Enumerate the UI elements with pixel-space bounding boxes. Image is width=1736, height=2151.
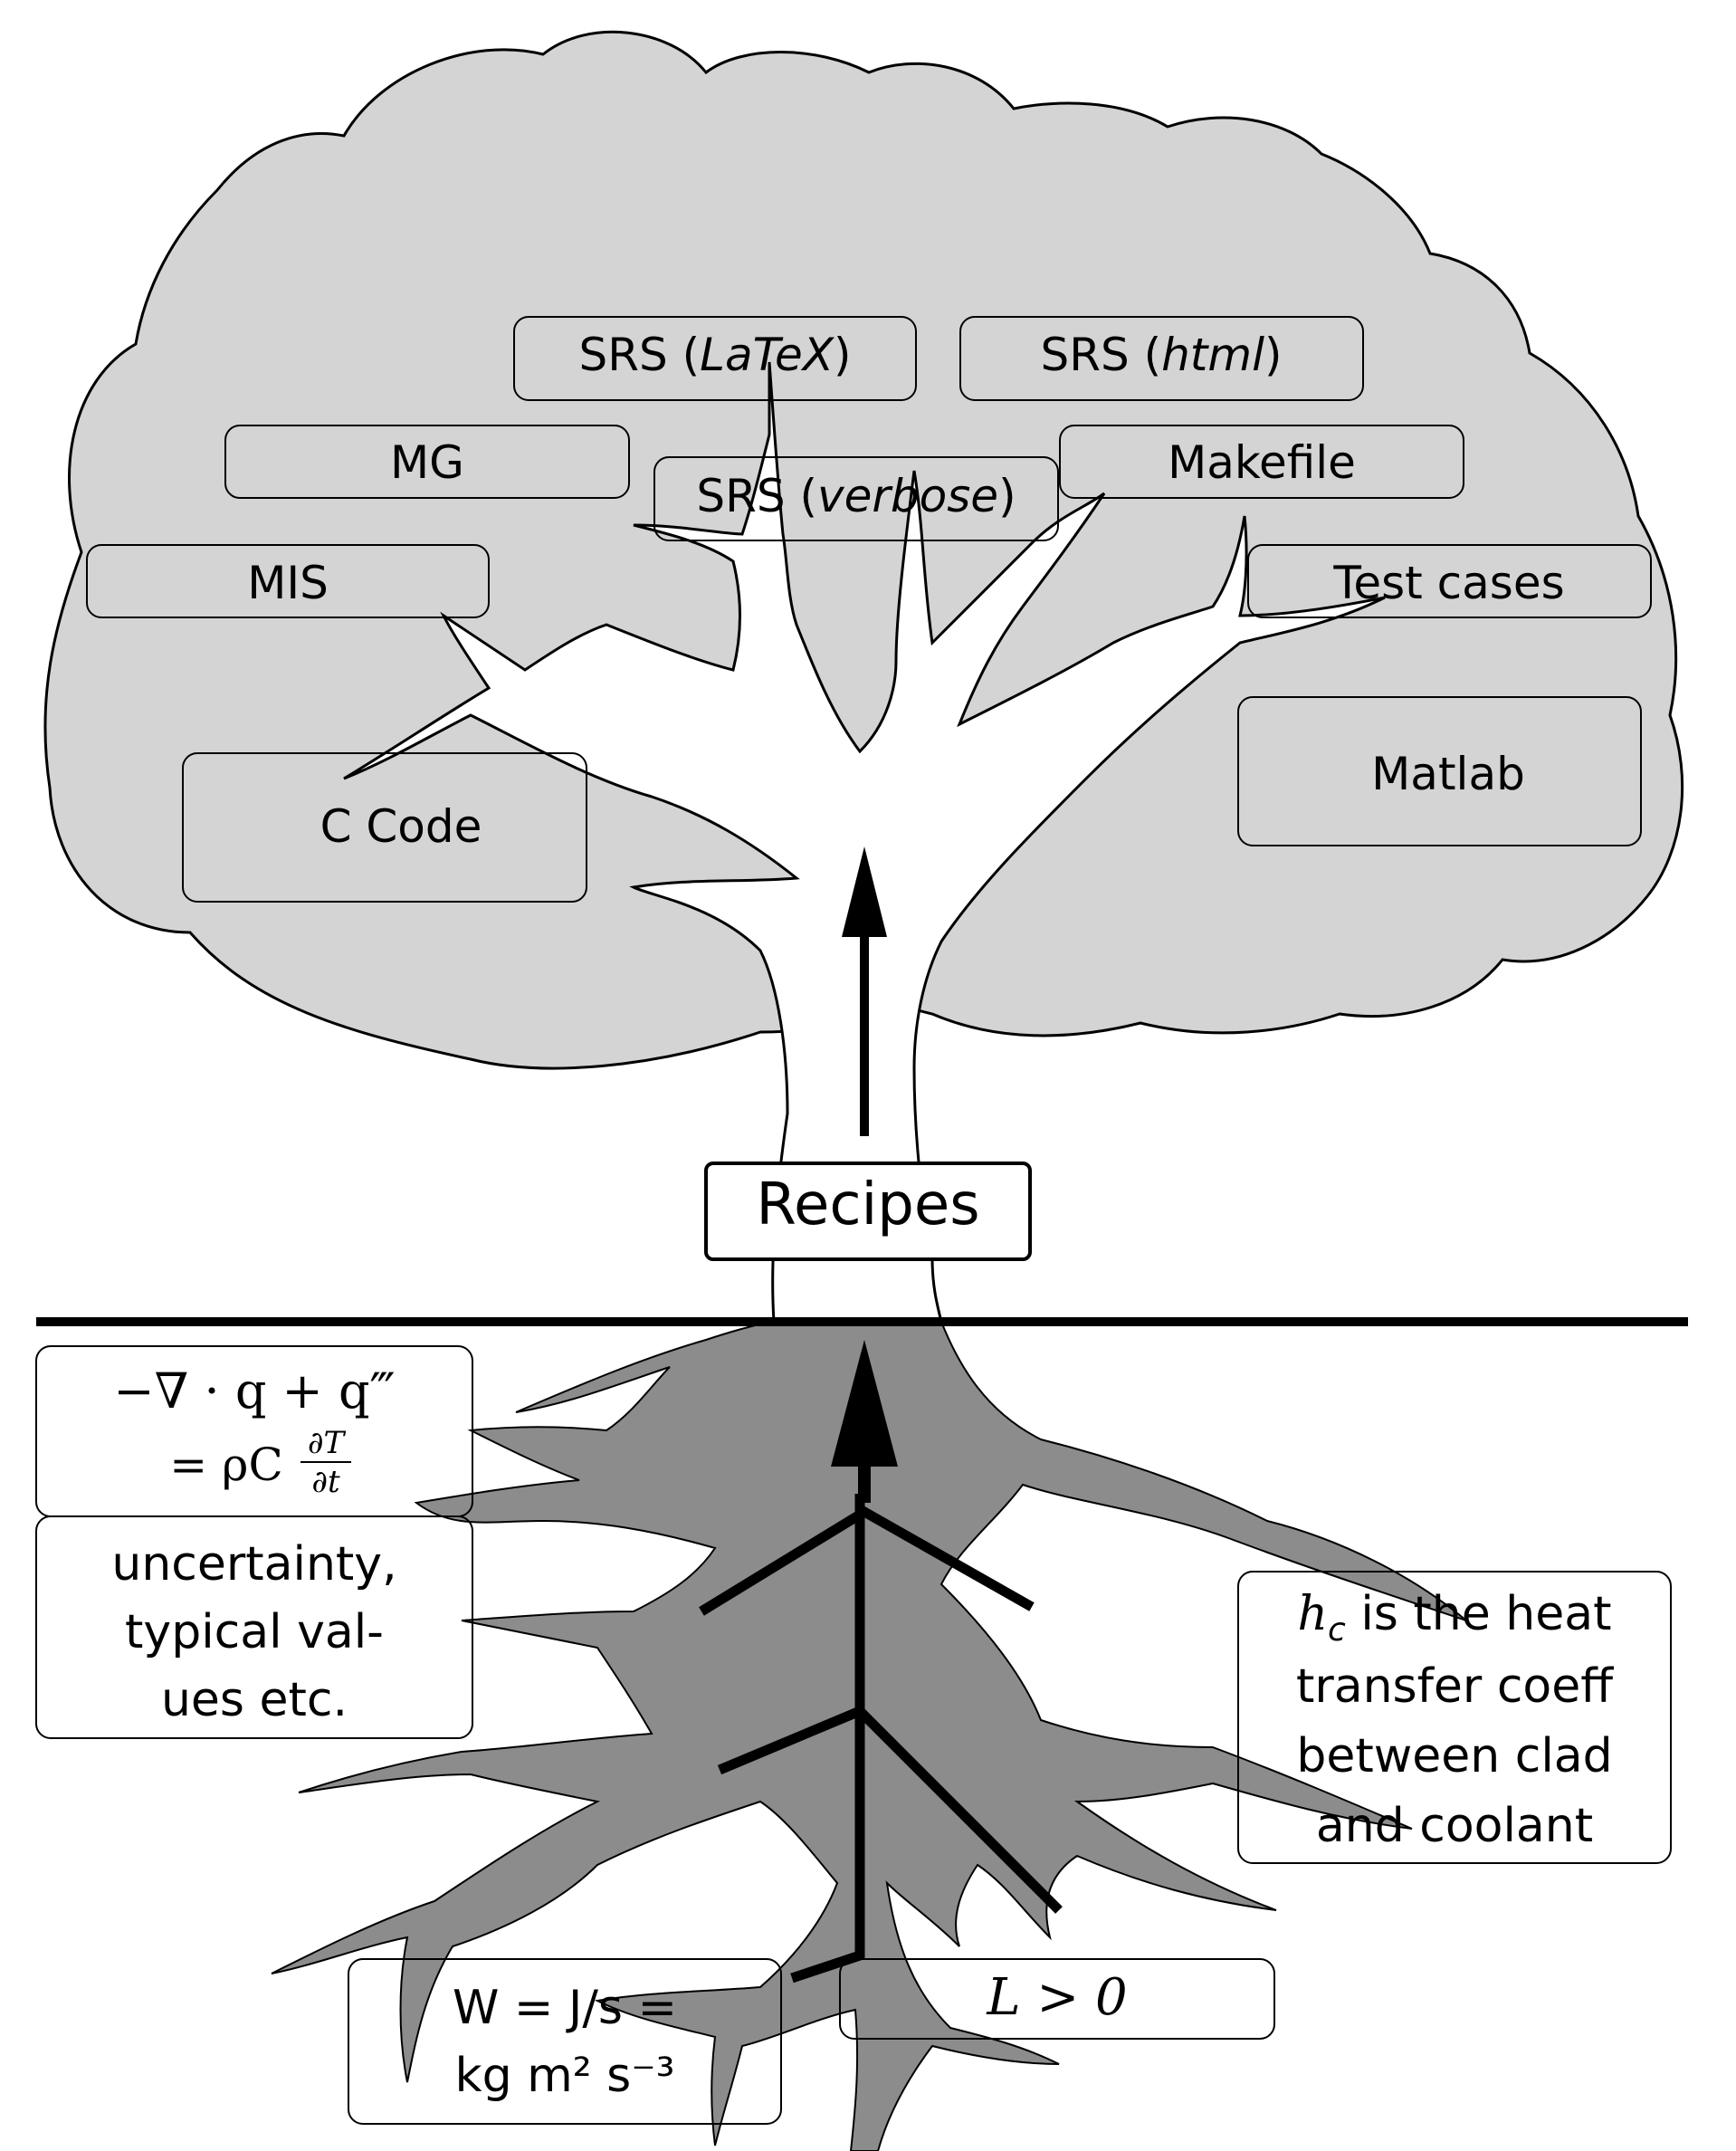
roots [271, 1321, 1467, 2151]
srs-latex-prefix: SRS ( [578, 329, 700, 381]
hc-line2: transfer coeff [1296, 1659, 1614, 1714]
uncertainty-line3: ues etc. [161, 1673, 348, 1727]
canopy-box-mg: MG [224, 425, 630, 499]
root-box-units: W = J/s = kg m² s⁻³ [348, 1958, 782, 2125]
hc-line4: and coolant [1316, 1799, 1593, 1853]
constraint-label: L > 0 [986, 1968, 1127, 2027]
srs-verbose-name: verbose [817, 470, 998, 522]
root-mass [271, 1321, 1467, 2151]
mis-label: MIS [247, 557, 329, 609]
canopy-box-srs-html: SRS (html) [959, 316, 1364, 401]
upward-arrow-roots [831, 1340, 898, 1503]
srs-latex-name: LaTeX [700, 329, 835, 381]
recipes-box: Recipes [704, 1162, 1032, 1261]
root-box-equation: −∇ · q + q‴ = ρC ∂T ∂t [35, 1345, 473, 1517]
canopy-box-mis: MIS [86, 544, 490, 618]
svg-text:SRS (LaTeX): SRS (LaTeX) [578, 329, 851, 381]
hc-symbol: h [1298, 1587, 1329, 1641]
svg-text:hc is the heat: hc is the heat [1298, 1587, 1612, 1649]
srs-html-suffix: ) [1264, 329, 1283, 381]
uncertainty-line2: typical val- [125, 1605, 384, 1659]
root-box-constraint: L > 0 [839, 1958, 1275, 2040]
svg-text:SRS (verbose): SRS (verbose) [696, 470, 1016, 522]
equation-frac-den: ∂t [311, 1464, 340, 1500]
trunk-and-branches [343, 361, 1386, 1324]
equation-frac-num: ∂T [308, 1425, 347, 1461]
root-box-uncertainty: uncertainty, typical val- ues etc. [35, 1515, 473, 1739]
svg-text:SRS (html): SRS (html) [1040, 329, 1282, 381]
canopy-cloud [43, 30, 1684, 1070]
srs-verbose-suffix: ) [998, 470, 1016, 522]
units-line1: W = J/s = [453, 1981, 677, 2035]
srs-latex-suffix: ) [834, 329, 852, 381]
c-code-label: C Code [320, 800, 482, 853]
canopy-box-srs-verbose: SRS (verbose) [653, 456, 1059, 541]
equation-line2: = ρC [169, 1439, 282, 1491]
canopy-box-matlab: Matlab [1237, 696, 1642, 846]
equation-line1: −∇ · q + q‴ [113, 1362, 395, 1420]
canopy-box-test-cases: Test cases [1247, 544, 1652, 618]
canopy-box-makefile: Makefile [1059, 425, 1464, 499]
matlab-label: Matlab [1371, 748, 1525, 800]
hc-sub: c [1328, 1611, 1346, 1649]
recipes-label: Recipes [756, 1171, 979, 1238]
makefile-label: Makefile [1168, 436, 1356, 489]
units-line2: kg m² s⁻³ [454, 2049, 674, 2103]
srs-html-prefix: SRS ( [1040, 329, 1161, 381]
root-box-hc: hc is the heat transfer coeff between cl… [1237, 1571, 1672, 1864]
srs-html-name: html [1161, 329, 1264, 381]
canopy-box-srs-latex: SRS (LaTeX) [513, 316, 917, 401]
hc-line1: is the heat [1346, 1587, 1612, 1641]
canopy-box-c-code: C Code [182, 752, 587, 903]
test-cases-label: Test cases [1332, 557, 1564, 609]
uncertainty-line1: uncertainty, [111, 1537, 396, 1592]
root-path-lines [699, 1494, 1063, 1984]
upward-arrow-trunk [842, 846, 887, 1136]
mg-label: MG [390, 436, 464, 489]
srs-verbose-prefix: SRS ( [696, 470, 817, 522]
hc-line3: between clad [1296, 1729, 1612, 1783]
